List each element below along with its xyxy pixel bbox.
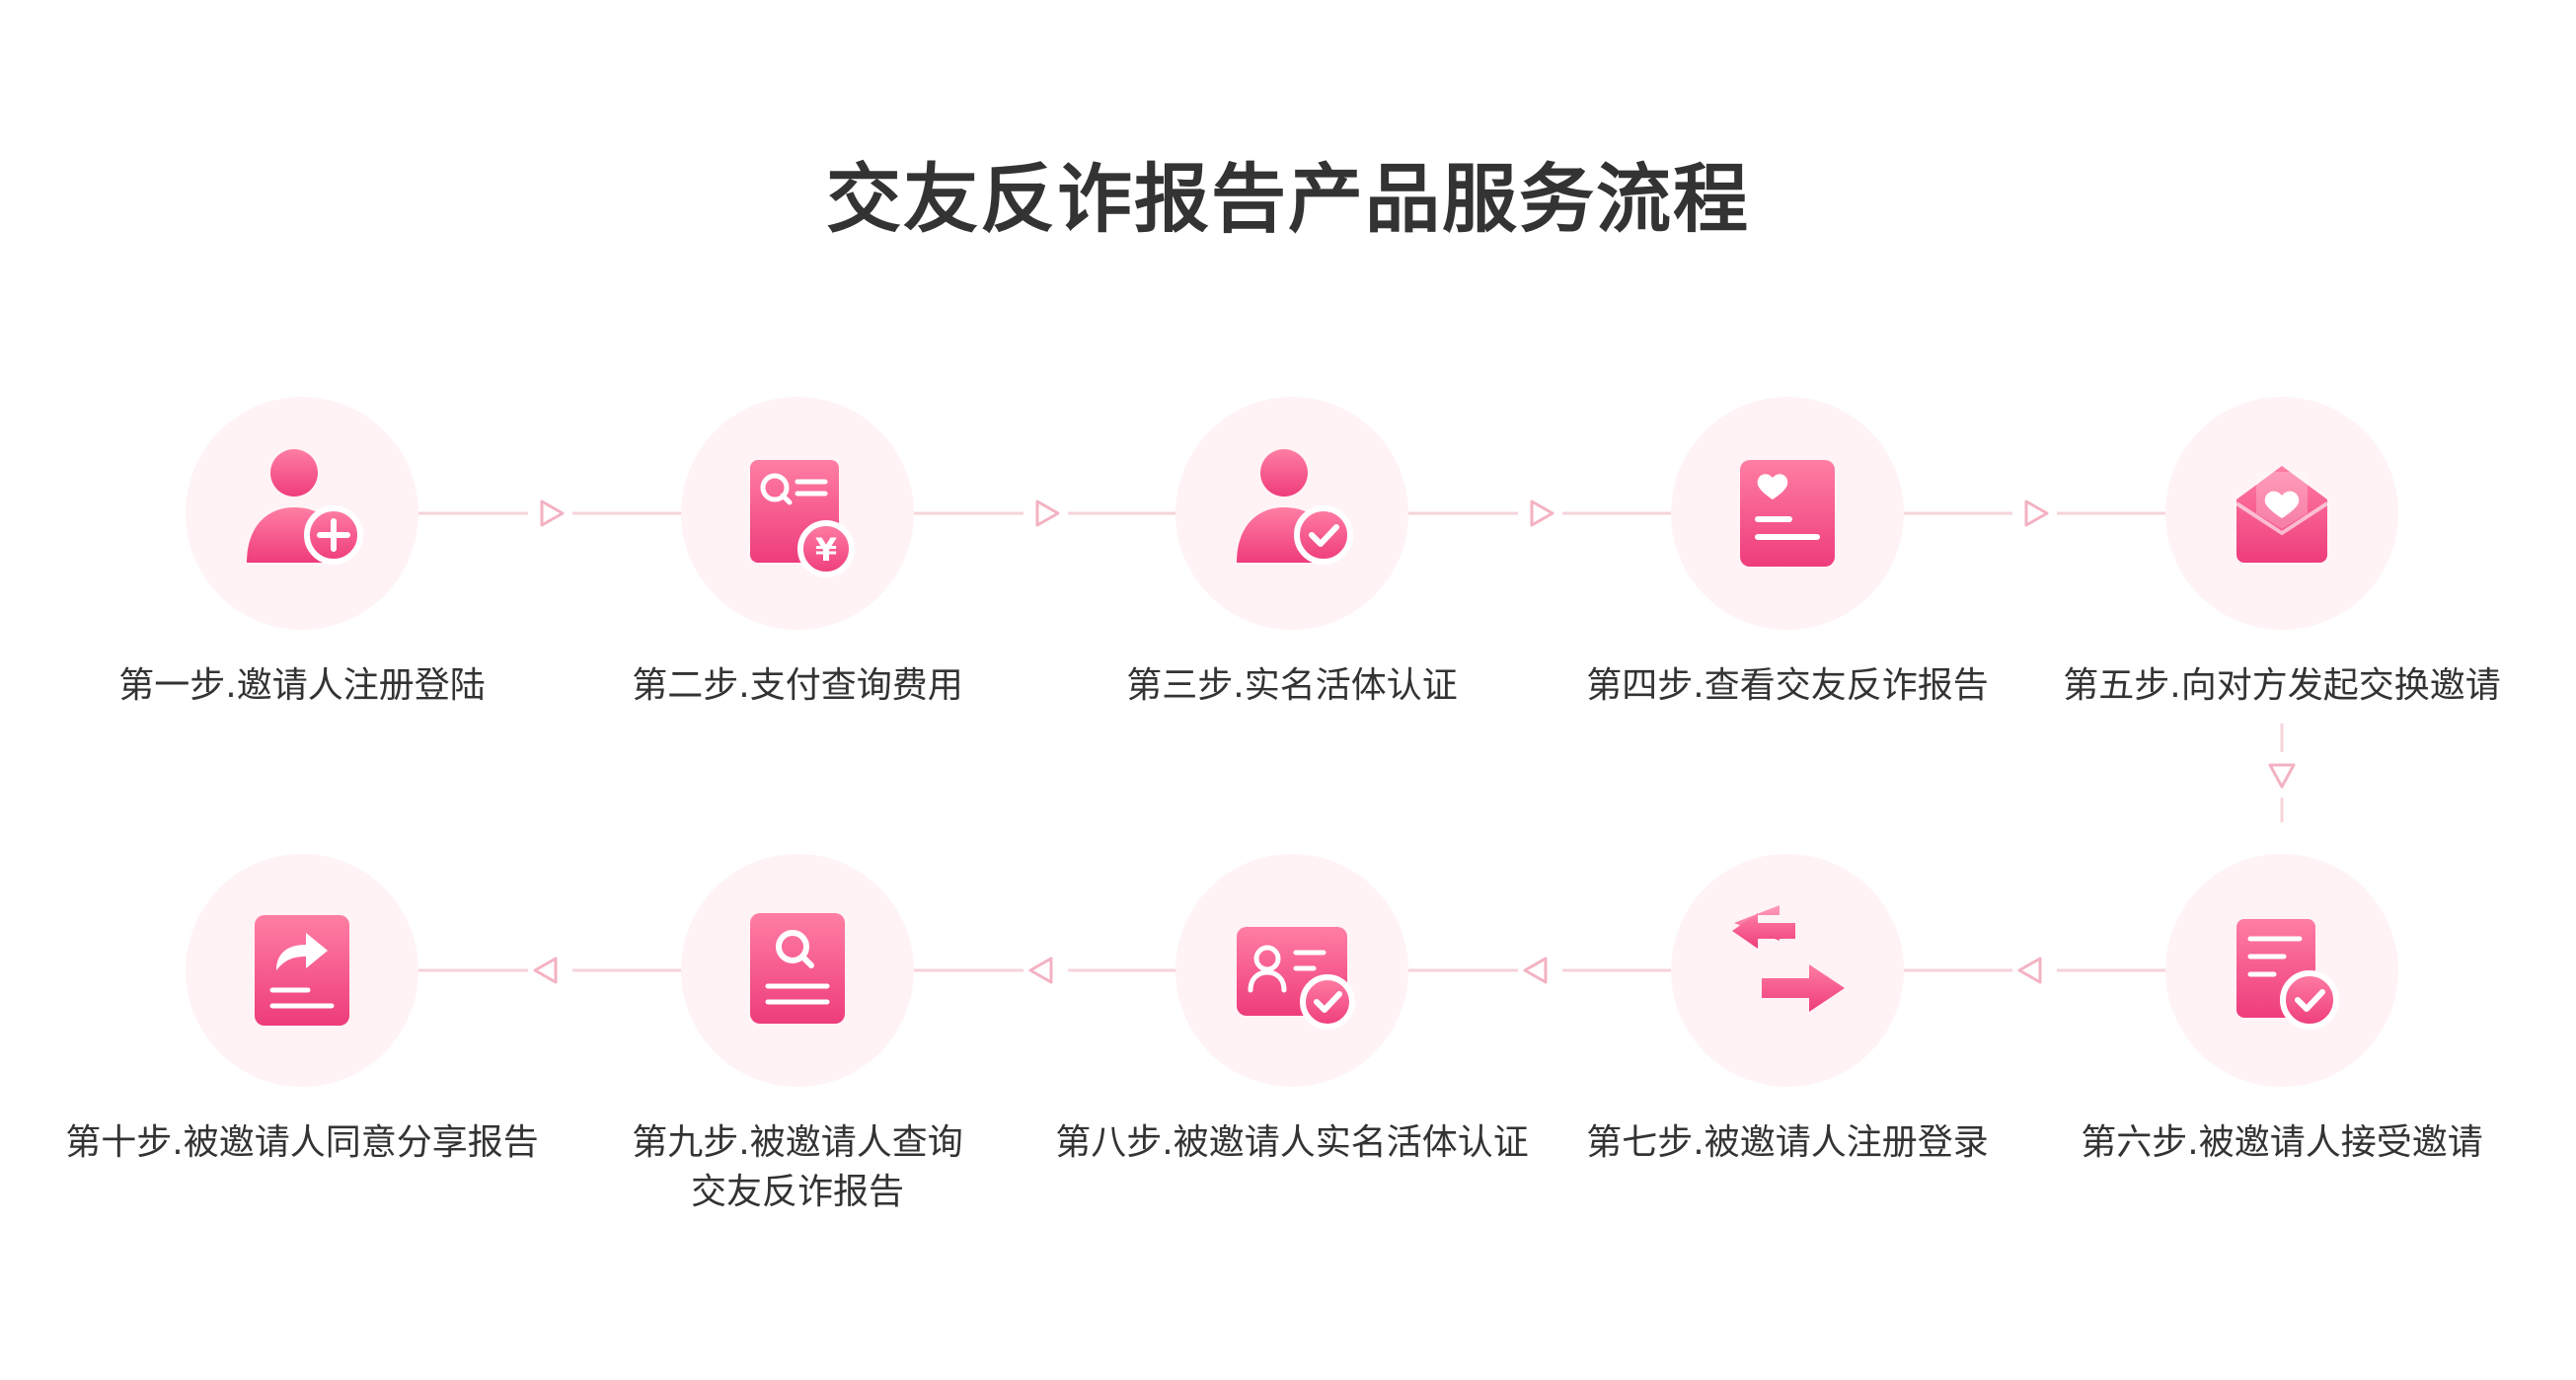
arrow-left-icon	[1028, 957, 1053, 984]
step-4-label: 第四步.查看交友反诈报告	[1586, 665, 1989, 706]
share-report-icon	[255, 915, 349, 1026]
step-2-circle: ¥	[681, 397, 914, 630]
heart-report-icon	[1740, 460, 1835, 567]
step-10-label: 第十步.被邀请人同意分享报告	[65, 1122, 539, 1163]
step-7-circle	[1671, 854, 1904, 1087]
arrow-right-icon	[540, 499, 565, 527]
step-7-label: 第七步.被邀请人注册登录	[1586, 1122, 1989, 1163]
search-report-icon	[750, 913, 845, 1024]
step-5-circle	[2165, 397, 2398, 630]
step-1-circle	[186, 397, 418, 630]
step-8-label: 第八步.被邀请人实名活体认证	[1055, 1122, 1529, 1163]
svg-text:¥: ¥	[815, 531, 837, 569]
step-6-circle	[2165, 854, 2398, 1087]
step-9-circle	[681, 854, 914, 1087]
step-4-circle	[1671, 397, 1904, 630]
step-10-circle	[186, 854, 418, 1087]
step-9-label: 第九步.被邀请人查询 交友反诈报告	[632, 1122, 963, 1212]
heart-envelope-icon	[2235, 466, 2329, 563]
page-title: 交友反诈报告产品服务流程	[826, 155, 1750, 243]
user-add-icon	[247, 449, 363, 565]
arrow-left-icon	[2017, 957, 2042, 984]
step-8-circle	[1175, 854, 1408, 1087]
step-3-label: 第三步.实名活体认证	[1126, 665, 1458, 706]
arrow-right-icon	[1035, 499, 1060, 527]
arrow-left-icon	[1523, 957, 1548, 984]
step-6-label: 第六步.被邀请人接受邀请	[2081, 1122, 2483, 1163]
arrow-down-icon	[2268, 763, 2296, 789]
arrow-right-icon	[1530, 499, 1554, 527]
step-2-label: 第二步.支付查询费用	[632, 665, 963, 706]
step-1-label: 第一步.邀请人注册登陆	[118, 665, 486, 706]
step-5-label: 第五步.向对方发起交换邀请	[2063, 665, 2501, 706]
user-verified-icon	[1237, 449, 1353, 565]
payment-document-icon: ¥	[750, 460, 855, 577]
id-card-verified-icon	[1237, 927, 1355, 1030]
arrow-left-icon	[533, 957, 558, 984]
step-3-circle	[1175, 397, 1408, 630]
arrow-right-icon	[2024, 499, 2049, 527]
document-check-icon	[2236, 919, 2339, 1030]
exchange-arrows-icon	[1732, 905, 1845, 1012]
